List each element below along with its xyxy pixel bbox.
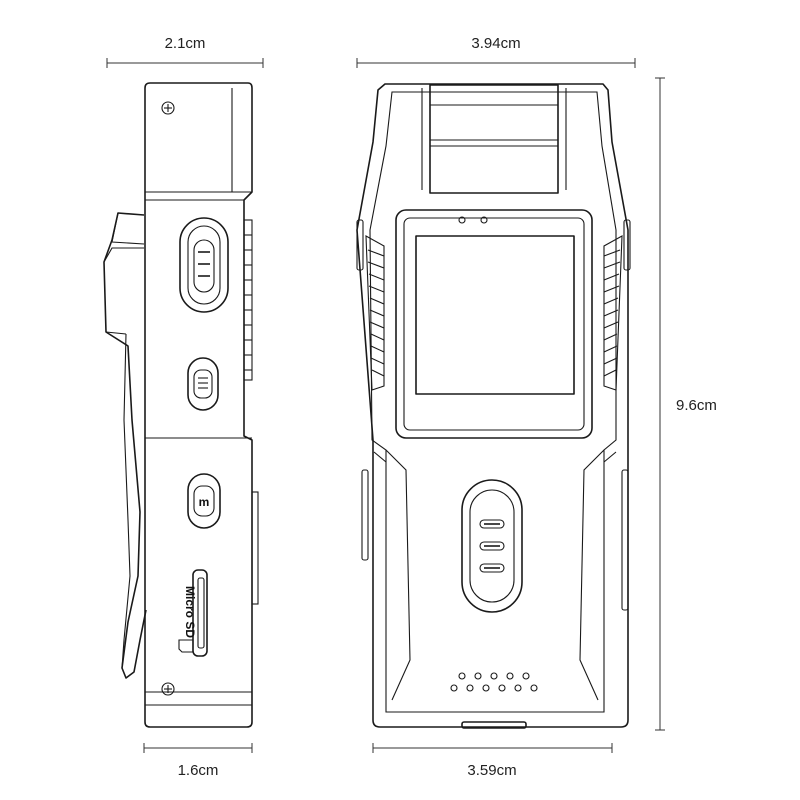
camera-housing xyxy=(421,84,567,194)
menu-button-glyph: m xyxy=(199,495,210,509)
screw-icon xyxy=(161,101,175,115)
dim-label-height: 9.6cm xyxy=(676,397,717,414)
bottom-port xyxy=(461,721,527,729)
side-menu-button[interactable]: m xyxy=(187,473,221,529)
sd-card-icon xyxy=(178,639,194,653)
dim-label-front-top: 3.94cm xyxy=(471,35,520,52)
belt-clip xyxy=(103,212,147,679)
left-speaker-grille xyxy=(365,235,385,391)
dimension-lines: 2.1cm 3.94cm 9.6cm 1.6cm 3.59cm xyxy=(106,35,717,779)
side-lines-button[interactable] xyxy=(187,357,219,411)
side-grip-ridges xyxy=(243,219,259,605)
microphone-holes xyxy=(450,672,538,692)
display-screen xyxy=(415,235,575,395)
right-speaker-grille xyxy=(603,235,623,391)
dim-front-bottom: 3.59cm xyxy=(372,743,613,779)
dim-label-side-bottom: 1.6cm xyxy=(178,762,219,779)
dim-side-top: 2.1cm xyxy=(106,35,264,68)
micro-sd-label: Micro SD xyxy=(183,586,197,638)
micro-sd-slot[interactable]: Micro SD xyxy=(178,569,208,657)
front-body-outline xyxy=(356,83,629,728)
front-view xyxy=(356,83,631,729)
dim-side-bottom: 1.6cm xyxy=(143,743,253,779)
dim-label-front-bottom: 3.59cm xyxy=(467,762,516,779)
side-body-outline xyxy=(144,82,253,728)
front-record-button[interactable] xyxy=(461,479,523,613)
dim-label-side-top: 2.1cm xyxy=(165,35,206,52)
screw-icon xyxy=(161,682,175,696)
side-view: m Micro SD xyxy=(103,82,259,728)
dim-front-top: 3.94cm xyxy=(356,35,636,68)
screen-bezel xyxy=(395,209,593,439)
dim-height: 9.6cm xyxy=(655,77,717,731)
side-record-button[interactable] xyxy=(179,217,229,313)
